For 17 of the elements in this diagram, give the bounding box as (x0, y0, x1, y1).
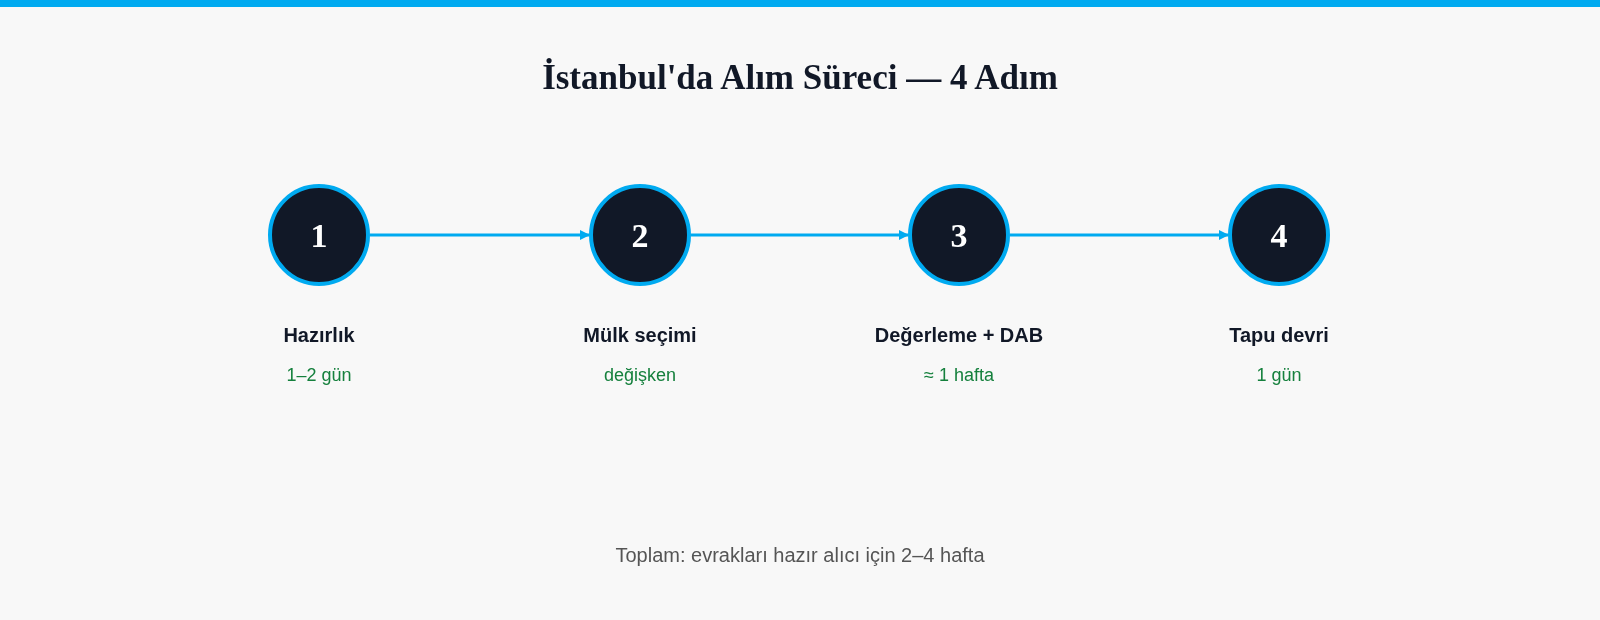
step-duration: ≈ 1 hafta (924, 364, 994, 387)
step-number: 1 (310, 215, 328, 256)
step-number: 2 (631, 215, 649, 256)
arrow (691, 230, 909, 240)
title: İstanbul'da Alım Süreci — 4 Adım (542, 57, 1058, 99)
step-number: 3 (950, 215, 968, 256)
arrow (370, 230, 590, 240)
arrow (1010, 230, 1229, 240)
step-duration: değişken (603, 364, 677, 387)
step-number: 4 (1270, 215, 1288, 256)
step-duration: 1–2 gün (286, 364, 352, 387)
step-title: Mülk seçimi (583, 323, 697, 348)
step-title: Değerleme + DAB (874, 323, 1044, 348)
step-duration: 1 gün (1256, 364, 1302, 387)
caption: Toplam: evrakları hazır alıcı için 2–4 hafta (615, 543, 985, 568)
step-title: Tapu devri (1229, 323, 1329, 348)
step-title: Hazırlık (283, 323, 355, 348)
